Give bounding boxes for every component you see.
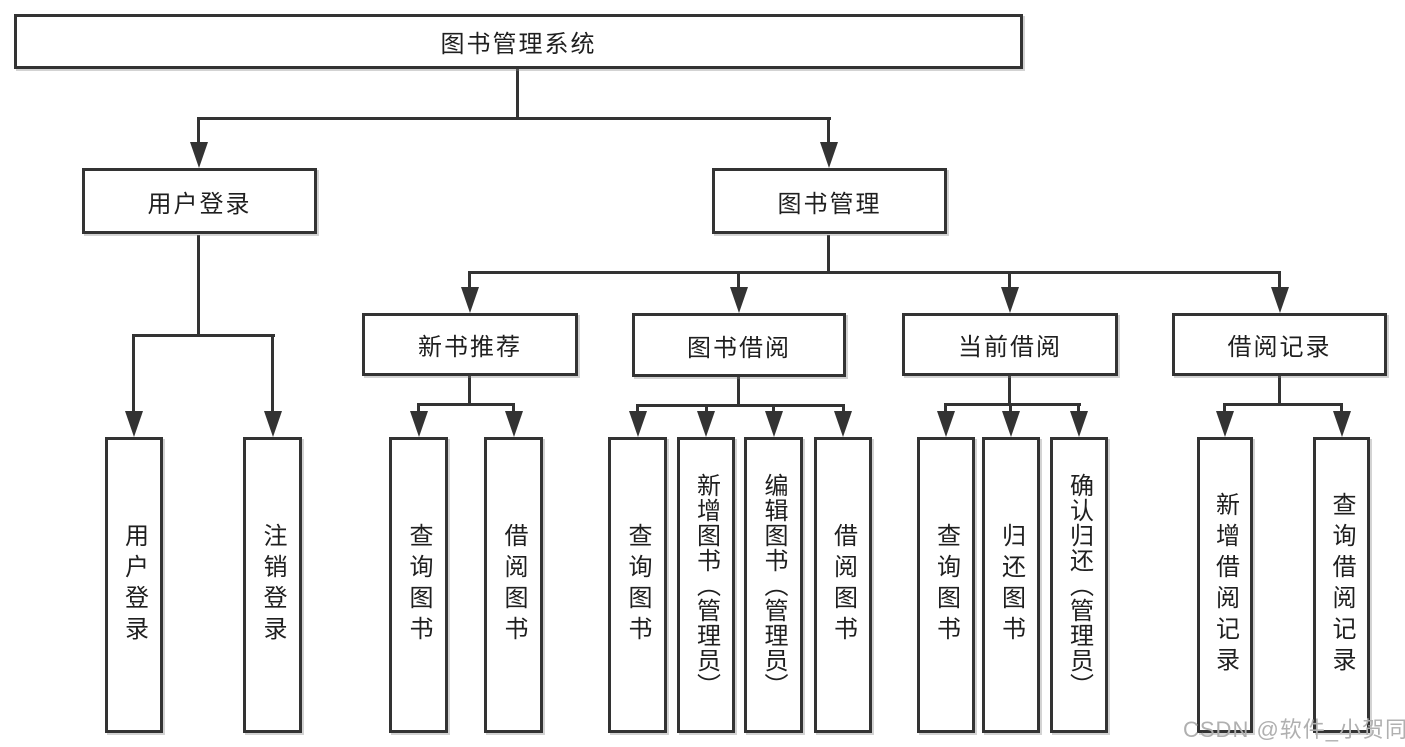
node-label: 查询图书	[932, 523, 960, 647]
arrow-down-icon	[834, 411, 852, 437]
connector-drop-book-borrow	[737, 271, 740, 293]
node-label: 用户登录	[147, 190, 252, 218]
connector-drop	[1223, 403, 1226, 415]
node-label: 新增图书（管理员）	[692, 472, 720, 698]
arrow-down-icon	[1070, 411, 1088, 437]
connector-level2-bus	[197, 117, 831, 120]
node-label: 编辑图书（管理员）	[760, 472, 787, 698]
connector-book-borrow-bus	[636, 404, 845, 407]
connector-level3-bus	[468, 271, 1281, 274]
node-label: 查询借阅记录	[1328, 492, 1355, 678]
node-label: 当前借阅	[958, 334, 1062, 361]
connector-drop	[705, 404, 708, 415]
node-book-management: 图书管理	[712, 168, 947, 234]
leaf-br-query-record: 查询借阅记录	[1313, 437, 1370, 733]
leaf-cb-query-book: 查询图书	[917, 437, 975, 733]
connector-new-book-bus	[417, 403, 515, 406]
node-label: 借阅记录	[1227, 334, 1332, 361]
arrow-down-icon	[1333, 411, 1351, 437]
connector-drop	[772, 404, 775, 415]
leaf-bb-borrow-book: 借阅图书	[814, 437, 872, 733]
arrow-down-icon	[190, 142, 208, 168]
leaf-user-login: 用户登录	[105, 437, 163, 733]
arrow-down-icon	[410, 411, 428, 437]
arrow-down-icon	[629, 411, 647, 437]
leaf-cb-return-book: 归还图书	[982, 437, 1040, 733]
connector-drop	[944, 403, 947, 415]
connector-root-trunk	[516, 69, 519, 119]
connector-borrow-record-trunk	[1278, 376, 1281, 406]
node-root: 图书管理系统	[14, 14, 1023, 69]
leaf-nr-borrow-book: 借阅图书	[484, 437, 543, 733]
node-current-borrow: 当前借阅	[902, 313, 1118, 376]
node-label: 新增借阅记录	[1211, 492, 1239, 678]
connector-user-login-bus	[132, 334, 275, 337]
node-label: 借阅图书	[829, 523, 857, 647]
csdn-watermark: CSDN @软件_小贺同学	[1183, 717, 1405, 742]
leaf-bb-add-book-admin: 新增图书（管理员）	[677, 437, 735, 733]
connector-drop-book-management	[827, 117, 830, 149]
arrow-down-icon	[730, 287, 748, 313]
node-label: 借阅图书	[500, 523, 527, 647]
node-label: 新书推荐	[418, 334, 522, 361]
node-borrow-record: 借阅记录	[1172, 313, 1387, 376]
connector-drop	[1077, 403, 1080, 415]
leaf-nr-query-book: 查询图书	[389, 437, 448, 733]
connector-drop	[417, 403, 420, 415]
connector-drop-borrow-record	[1278, 271, 1281, 293]
arrow-down-icon	[937, 411, 955, 437]
connector-drop	[1340, 403, 1343, 415]
arrow-down-icon	[505, 411, 523, 437]
arrow-down-icon	[125, 411, 143, 437]
node-label: 查询图书	[405, 523, 432, 647]
arrow-down-icon	[1216, 411, 1234, 437]
node-label: 图书管理系统	[440, 31, 597, 58]
node-label: 确认归还（管理员）	[1065, 472, 1093, 698]
connector-new-book-trunk	[468, 376, 471, 406]
connector-drop	[636, 404, 639, 415]
node-label: 查询图书	[624, 523, 651, 647]
connector-borrow-record-bus	[1223, 403, 1343, 406]
arrow-down-icon	[1001, 287, 1019, 313]
connector-user-login-trunk	[197, 235, 200, 337]
connector-drop	[842, 404, 845, 415]
connector-drop	[1009, 403, 1012, 415]
leaf-bb-edit-book-admin: 编辑图书（管理员）	[744, 437, 803, 733]
connector-drop-current-borrow	[1008, 271, 1011, 293]
connector-current-borrow-bus	[944, 403, 1081, 406]
leaf-bb-query-book: 查询图书	[608, 437, 667, 733]
connector-drop-leaf-user-login	[132, 334, 135, 414]
connector-current-borrow-trunk	[1008, 376, 1011, 406]
arrow-down-icon	[461, 287, 479, 313]
connector-drop-user-login	[197, 117, 200, 149]
arrow-down-icon	[264, 411, 282, 437]
arrow-down-icon	[697, 411, 715, 437]
node-label: 归还图书	[997, 523, 1025, 647]
node-label: 用户登录	[120, 523, 148, 647]
connector-drop-leaf-logout	[271, 334, 274, 414]
node-new-book-recommend: 新书推荐	[362, 313, 578, 376]
node-label: 注销登录	[259, 523, 286, 647]
arrow-down-icon	[765, 411, 783, 437]
arrow-down-icon	[1271, 287, 1289, 313]
connector-book-management-trunk	[827, 235, 830, 274]
connector-book-borrow-trunk	[737, 377, 740, 407]
node-book-borrow: 图书借阅	[632, 313, 846, 377]
node-label: 图书管理	[777, 190, 882, 218]
node-user-login: 用户登录	[82, 168, 317, 234]
connector-drop	[512, 403, 515, 415]
node-label: 图书借阅	[687, 334, 791, 362]
connector-drop-new-book	[468, 271, 471, 293]
arrow-down-icon	[1002, 411, 1020, 437]
arrow-down-icon	[820, 142, 838, 168]
leaf-logout: 注销登录	[243, 437, 302, 733]
leaf-br-add-record: 新增借阅记录	[1197, 437, 1253, 733]
leaf-cb-confirm-return-admin: 确认归还（管理员）	[1050, 437, 1108, 733]
